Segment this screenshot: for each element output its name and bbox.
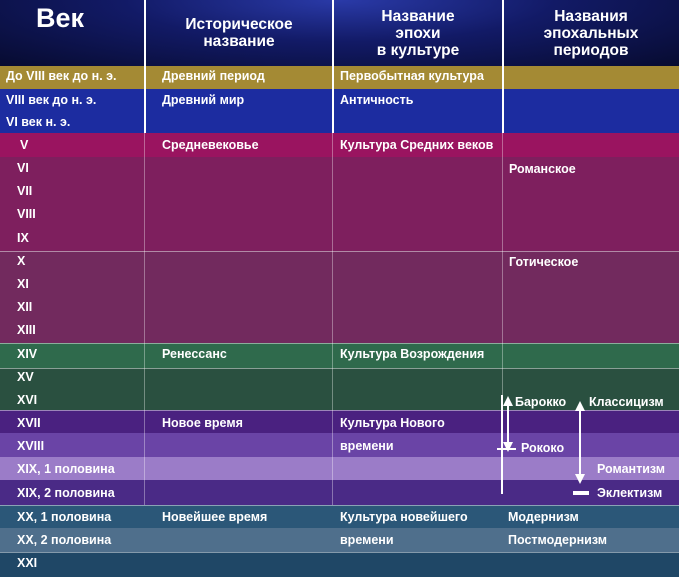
row-separator [0, 368, 679, 369]
culture-epoch-cell: Культура новейшего [340, 510, 468, 524]
column-divider [502, 133, 503, 410]
row-separator [0, 410, 679, 411]
column-divider [332, 133, 333, 505]
band-renaissance [0, 343, 679, 368]
rococo-label: Рококо [521, 441, 565, 455]
eclecticism-marker [573, 491, 589, 495]
band-xx-first [0, 505, 679, 528]
culture-epoch-cell: Культура Нового [340, 416, 445, 430]
band-xviii [0, 433, 679, 457]
period-cell: Романское [509, 162, 576, 176]
historical-name-cell: Древний мир [162, 93, 245, 107]
row-separator [0, 552, 679, 553]
classicism-label: Классицизм [589, 395, 664, 409]
historical-name-cell: Ренессанс [162, 347, 227, 361]
column-divider [332, 0, 334, 133]
header-century: Век [35, 3, 85, 33]
century-cell: XII [17, 300, 33, 314]
period-cell: Постмодернизм [508, 533, 607, 547]
band-antiquity [0, 89, 679, 133]
century-cell: VI век н. э. [6, 115, 71, 129]
band-xx-second [0, 528, 679, 552]
column-divider [144, 133, 145, 505]
century-cell: XIX, 2 половина [17, 486, 115, 500]
band-new-time [0, 410, 679, 433]
century-cell: IX [17, 231, 29, 245]
culture-epoch-cell: Античность [340, 93, 414, 107]
historical-name-cell: Древний период [162, 69, 265, 83]
row-separator [0, 343, 679, 344]
band-renaissance-late [0, 368, 679, 410]
century-cell: XIII [17, 323, 36, 337]
eclecticism-label: Эклектизм [597, 486, 663, 500]
century-cell: XX, 2 половина [17, 533, 112, 547]
century-cell: X [17, 254, 26, 268]
band-primitive [0, 66, 679, 89]
column-divider [502, 0, 504, 133]
century-cell: XVI [17, 393, 38, 407]
century-cell: XVII [17, 416, 41, 430]
century-cell: VI [17, 161, 29, 175]
century-cell: До VIII век до н. э. [6, 69, 117, 83]
header-epochal-periods: Названия эпохальных периодов [543, 7, 639, 59]
historical-name-cell: Новое время [162, 416, 243, 430]
band-xix-second [0, 480, 679, 505]
historical-name-cell: Средневековье [162, 138, 259, 152]
romanticism-label: Романтизм [597, 462, 666, 476]
classicism-arrow-head-up [575, 401, 585, 411]
column-divider [144, 0, 146, 133]
row-separator [0, 505, 679, 506]
century-cell: XVIII [17, 439, 45, 453]
header-culture-epoch: Название эпохи в культуре [376, 7, 460, 59]
band-gothic [0, 251, 679, 343]
culture-epoch-cell: времени [340, 439, 394, 453]
band-middle-ages-start [0, 133, 679, 157]
baroque-arrow-head-down [503, 442, 513, 452]
culture-epoch-cell: Культура Возрождения [340, 347, 485, 361]
century-cell: VIII век до н. э. [6, 93, 97, 107]
century-cell: XIX, 1 половина [17, 462, 115, 476]
century-cell: VII [17, 184, 33, 198]
period-cell: Готическое [509, 255, 579, 269]
century-cell: XX, 1 половина [17, 510, 112, 524]
culture-epoch-cell: Культура Средних веков [340, 138, 494, 152]
classicism-arrow-head-down [575, 474, 585, 484]
culture-epoch-cell: времени [340, 533, 394, 547]
band-xxi [0, 552, 679, 577]
century-cell: XIV [17, 347, 38, 361]
century-cell: VIII [17, 207, 36, 221]
culture-epoch-cell: Первобытная культура [340, 69, 484, 83]
century-cell: XI [17, 277, 29, 291]
baroque-label: Барокко [515, 395, 567, 409]
century-cell: V [20, 138, 29, 152]
band-romanesque [0, 157, 679, 251]
century-cell: XXI [17, 556, 38, 570]
row-separator [0, 251, 679, 252]
header-historical-name: Историческое название [185, 16, 293, 50]
period-cell: Модернизм [508, 510, 579, 524]
table-header: Век Историческое название Название эпохи… [0, 0, 679, 66]
century-cell: XV [17, 370, 34, 384]
baroque-arrow-head-up [503, 396, 513, 406]
historical-name-cell: Новейшее время [162, 510, 268, 524]
band-xix-first [0, 457, 679, 480]
